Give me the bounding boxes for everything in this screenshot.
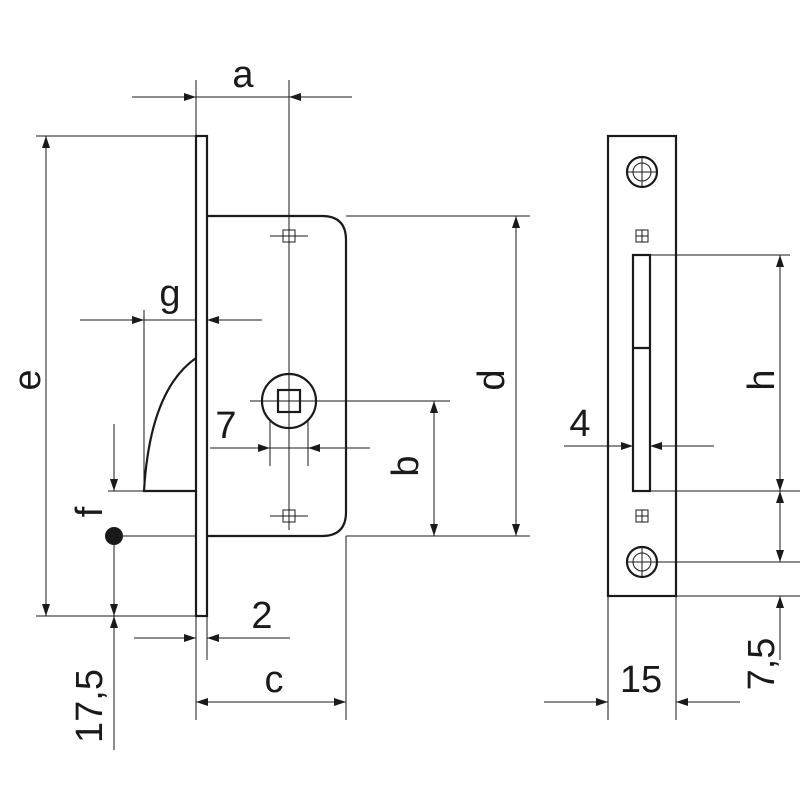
left-extension-lines	[36, 80, 530, 750]
label-2: 2	[251, 595, 272, 637]
label-17-5: 17,5	[69, 669, 111, 743]
label-a: a	[232, 54, 254, 96]
label-b: b	[385, 455, 427, 476]
label-7: 7	[215, 405, 236, 447]
label-h: h	[741, 369, 783, 390]
left-dimension-lines	[42, 93, 520, 706]
label-f: f	[69, 506, 111, 517]
latch-slot	[631, 253, 652, 493]
lock-case	[207, 214, 348, 538]
label-7-5: 7,5	[741, 638, 783, 691]
label-g: g	[159, 273, 180, 315]
faceplate-front-view	[606, 134, 678, 598]
right-dimension-lines	[544, 255, 784, 706]
label-e: e	[7, 369, 49, 390]
label-c: c	[265, 659, 284, 701]
screw-hole-top-outer	[625, 155, 659, 189]
label-4: 4	[569, 403, 590, 445]
faceplate-front	[606, 134, 678, 598]
faceplate	[194, 134, 209, 618]
label-15: 15	[620, 659, 662, 701]
lock-side-view	[105, 134, 348, 618]
latch-bolt	[142, 357, 197, 493]
label-d: d	[471, 369, 513, 390]
right-extension-lines	[607, 158, 800, 720]
